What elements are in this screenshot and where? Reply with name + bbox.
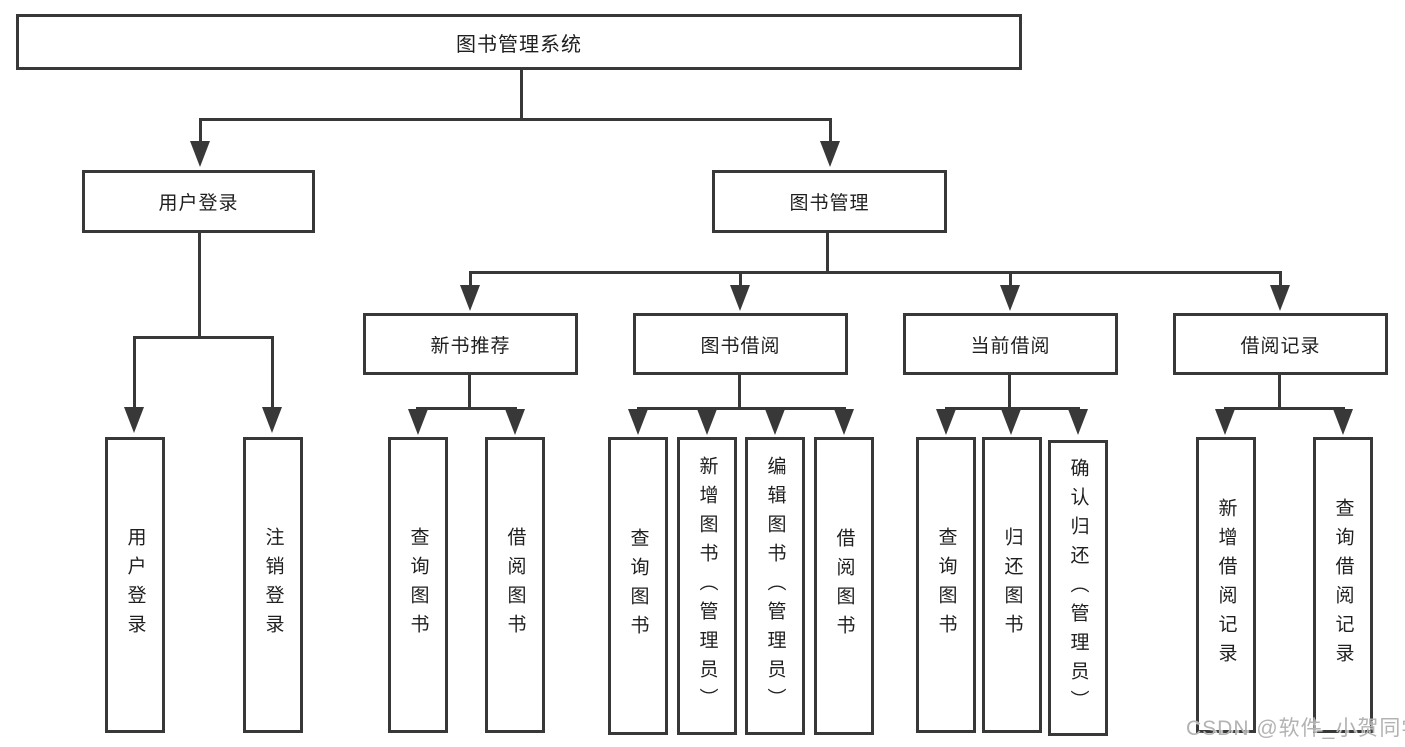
node-borrowing-records: 借阅记录	[1173, 313, 1388, 375]
node-label: 图书管理	[789, 193, 870, 214]
node-label: 查询借阅记录	[1332, 498, 1354, 672]
node-label: 归还图书	[1001, 527, 1023, 643]
connector-line	[133, 338, 136, 412]
connector-line	[637, 407, 846, 410]
connector-line	[199, 118, 832, 121]
node-label: 用户登录	[158, 193, 239, 214]
connector-line	[738, 375, 741, 410]
node-label: 新增借阅记录	[1215, 498, 1237, 672]
leaf-user-login: 用户登录	[105, 437, 165, 733]
connector-line	[826, 233, 829, 274]
arrow-down-icon	[765, 409, 785, 435]
leaf-records-add-record: 新增借阅记录	[1196, 437, 1256, 733]
node-label: 借阅图书	[504, 527, 526, 643]
connector-line	[739, 273, 742, 291]
node-label: 查询图书	[627, 528, 649, 644]
node-label: 新增图书（管理员）	[696, 455, 718, 717]
arrow-down-icon	[820, 141, 840, 167]
arrow-down-icon	[505, 409, 525, 435]
arrow-down-icon	[408, 409, 428, 435]
arrow-down-icon	[834, 409, 854, 435]
node-label: 注销登录	[262, 527, 284, 643]
node-label: 当前借阅	[970, 335, 1051, 357]
arrow-down-icon	[730, 285, 750, 311]
connector-line	[133, 336, 274, 339]
node-label: 新书推荐	[430, 335, 511, 357]
connector-line	[468, 375, 471, 410]
node-label: 确认归还（管理员）	[1067, 457, 1089, 719]
connector-line	[198, 233, 201, 339]
node-label: 查询图书	[935, 527, 957, 643]
leaf-borrow-borrow-books: 借阅图书	[814, 437, 874, 735]
arrow-down-icon	[460, 285, 480, 311]
node-root: 图书管理系统	[16, 14, 1022, 70]
arrow-down-icon	[1333, 409, 1353, 435]
node-label: 图书管理系统	[456, 33, 582, 56]
leaf-borrow-query-books: 查询图书	[608, 437, 668, 735]
connector-line	[1008, 375, 1011, 410]
leaf-borrow-edit-books-admin: 编辑图书（管理员）	[745, 437, 805, 735]
arrow-down-icon	[1215, 409, 1235, 435]
leaf-records-query-record: 查询借阅记录	[1313, 437, 1373, 733]
connector-line	[271, 338, 274, 412]
connector-line	[1279, 273, 1282, 291]
arrow-down-icon	[1001, 409, 1021, 435]
arrow-down-icon	[628, 409, 648, 435]
arrow-down-icon	[1270, 285, 1290, 311]
node-book-management: 图书管理	[712, 170, 947, 233]
arrow-down-icon	[262, 407, 282, 433]
node-label: 借阅图书	[833, 528, 855, 644]
watermark: CSDN @软件_小贺同学	[1186, 717, 1405, 740]
node-label: 图书借阅	[700, 335, 781, 357]
connector-line	[1009, 273, 1012, 291]
leaf-current-confirm-return-admin: 确认归还（管理员）	[1048, 440, 1108, 736]
connector-line	[945, 407, 1080, 410]
connector-line	[520, 69, 523, 120]
leaf-logout-login: 注销登录	[243, 437, 303, 733]
connector-line	[469, 273, 472, 291]
connector-line	[469, 271, 1282, 274]
arrow-down-icon	[697, 409, 717, 435]
arrow-down-icon	[190, 141, 210, 167]
node-book-borrowing: 图书借阅	[633, 313, 848, 375]
node-label: 用户登录	[124, 527, 146, 643]
node-label: 查询图书	[407, 527, 429, 643]
arrow-down-icon	[1068, 409, 1088, 435]
connector-line	[199, 120, 202, 148]
connector-line	[1278, 375, 1281, 410]
leaf-current-query-books: 查询图书	[916, 437, 976, 733]
arrow-down-icon	[936, 409, 956, 435]
node-new-book-recommend: 新书推荐	[363, 313, 578, 375]
node-user-login: 用户登录	[82, 170, 315, 233]
arrow-down-icon	[1000, 285, 1020, 311]
connector-line	[416, 407, 517, 410]
connector-line	[829, 120, 832, 148]
arrow-down-icon	[124, 407, 144, 433]
leaf-current-return-books: 归还图书	[982, 437, 1042, 733]
leaf-borrow-add-books-admin: 新增图书（管理员）	[677, 437, 737, 735]
leaf-recommend-query-books: 查询图书	[388, 437, 448, 733]
leaf-recommend-borrow-books: 借阅图书	[485, 437, 545, 733]
node-label: 编辑图书（管理员）	[764, 455, 786, 717]
node-label: 借阅记录	[1240, 335, 1321, 357]
node-current-borrowing: 当前借阅	[903, 313, 1118, 375]
connector-line	[1224, 407, 1345, 410]
